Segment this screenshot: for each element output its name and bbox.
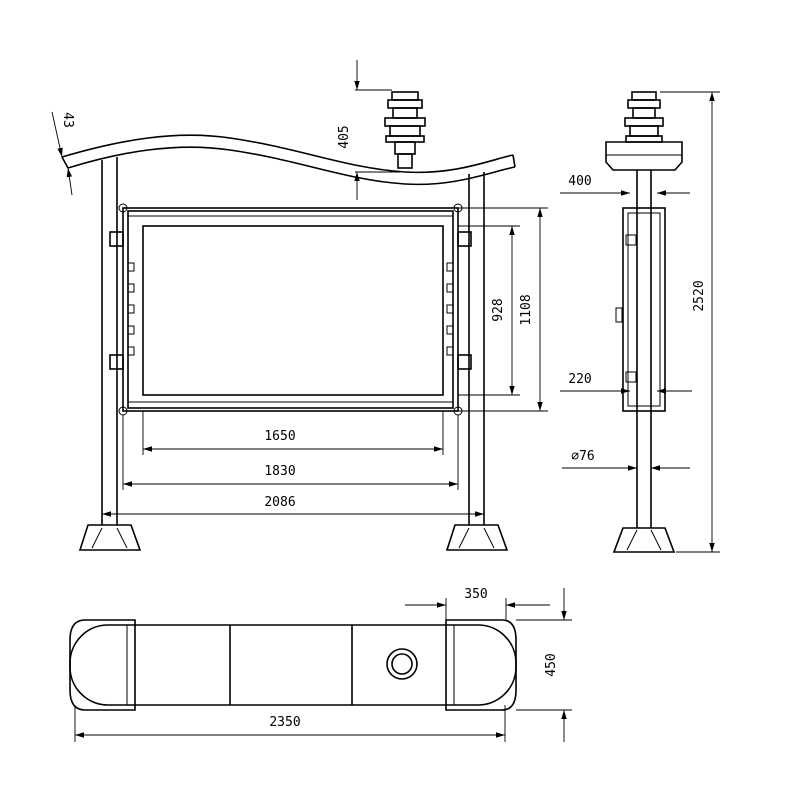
side-view: 400 220 ∅76 2520 bbox=[560, 91, 720, 553]
dim-box-inner-width: 1650 bbox=[142, 411, 444, 455]
dim-pole-spacing-label: 2086 bbox=[264, 495, 295, 510]
dim-box-outer-width: 1830 bbox=[122, 415, 459, 490]
dim-pole-diameter: ∅76 bbox=[562, 449, 690, 471]
dim-total-height-label: 2520 bbox=[692, 280, 707, 311]
side-display-box bbox=[622, 207, 666, 412]
top-sensor bbox=[386, 648, 418, 680]
dim-box-inner-height-label: 928 bbox=[491, 298, 506, 321]
dim-bracket-offset: 220 bbox=[560, 372, 692, 394]
dim-box-outer-height: 1108 bbox=[458, 207, 548, 412]
top-outline bbox=[69, 624, 517, 706]
left-pole bbox=[78, 157, 142, 551]
dim-box-outer-width-label: 1830 bbox=[264, 464, 295, 479]
dim-crossbar-width: 400 bbox=[560, 174, 690, 196]
side-weather-sensor bbox=[624, 91, 664, 143]
dim-base-width-label: 350 bbox=[464, 587, 487, 602]
dim-box-inner-width-label: 1650 bbox=[264, 429, 295, 444]
top-view: 350 450 2350 bbox=[69, 587, 572, 742]
dim-box-outer-height-label: 1108 bbox=[519, 294, 534, 325]
dim-sensor-height-label: 405 bbox=[337, 125, 352, 148]
dim-crossbar-width-label: 400 bbox=[568, 174, 591, 189]
dim-pole-spacing: 2086 bbox=[102, 495, 484, 517]
dim-total-height: 2520 bbox=[660, 91, 720, 553]
dim-total-length-label: 2350 bbox=[269, 715, 300, 730]
wavy-top-bar bbox=[61, 134, 514, 174]
dim-tilt-label: 43 bbox=[60, 112, 75, 128]
dim-pole-diameter-label: ∅76 bbox=[571, 449, 594, 464]
display-box bbox=[109, 203, 472, 416]
right-pole bbox=[445, 172, 509, 551]
dim-base-depth-label: 450 bbox=[544, 653, 559, 676]
dim-tilt: 43 bbox=[51, 111, 75, 196]
dim-total-length: 2350 bbox=[74, 705, 506, 742]
dim-base-depth: 450 bbox=[516, 588, 572, 742]
weather-sensor bbox=[384, 91, 426, 169]
dim-base-width: 350 bbox=[405, 587, 550, 620]
dim-box-inner-height: 928 bbox=[458, 225, 520, 396]
dim-bracket-offset-label: 220 bbox=[568, 372, 591, 387]
dim-sensor-height: 405 bbox=[337, 60, 400, 200]
front-view: 43 405 928 1108 1650 bbox=[51, 60, 548, 551]
side-crossbar bbox=[605, 141, 683, 171]
